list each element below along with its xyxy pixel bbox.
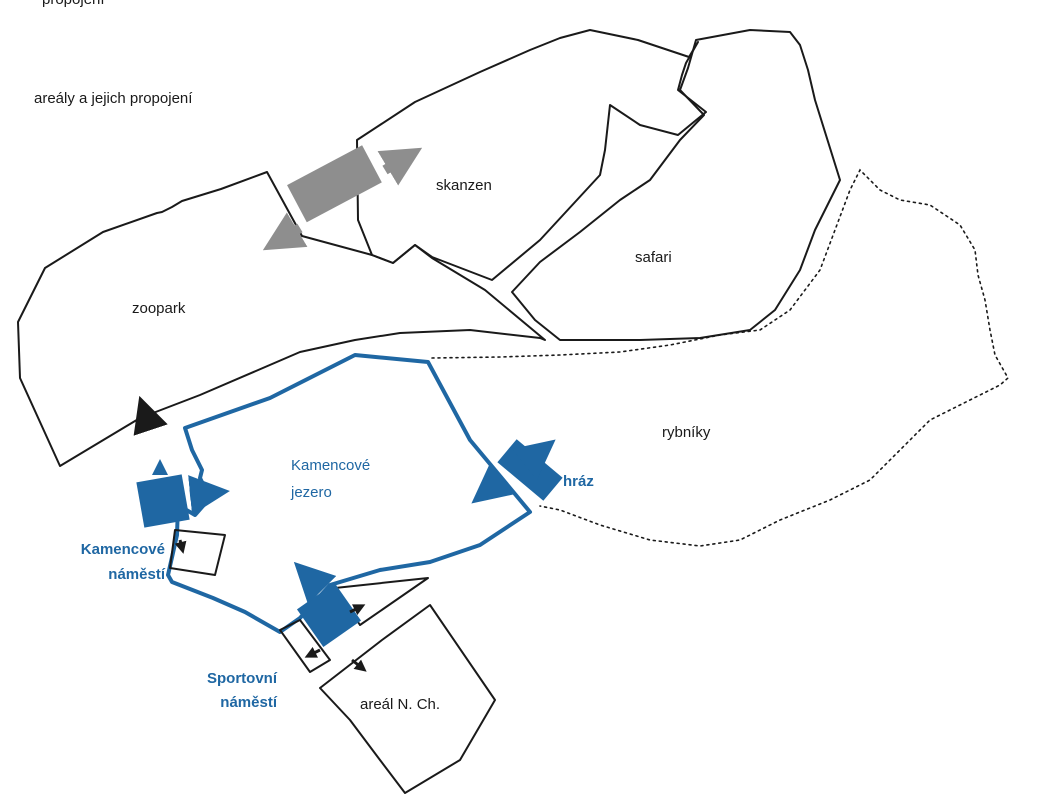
safari-label: safari (635, 249, 672, 266)
zoopark-outline (17, 171, 546, 467)
lake-label-line2: jezero (290, 484, 332, 501)
kamencove-enclosure (169, 529, 226, 576)
kamencove-namesti-line2: náměstí (108, 566, 166, 583)
zoopark-exit-arrow (133, 395, 168, 436)
hraz-gate (471, 439, 563, 504)
rybniky-outline (431, 168, 1010, 547)
skanzen-label: skanzen (436, 177, 492, 194)
sport-parcel (279, 619, 331, 673)
sportovni-gate (293, 561, 367, 672)
lake-label-line1: Kamencové (291, 457, 370, 474)
gate-zoo-skanzen (262, 145, 423, 251)
top-cut-text: propojení (42, 0, 105, 8)
hraz-label: hráz (563, 473, 594, 490)
kamencove-gate (136, 459, 230, 554)
lake-outline (166, 353, 532, 634)
rybniky-label: rybníky (662, 424, 711, 441)
zoopark-label: zoopark (132, 300, 186, 317)
skanzen-outline (356, 29, 707, 281)
areal-nch-label: areál N. Ch. (360, 696, 440, 713)
safari-outline (511, 29, 841, 341)
map-title: areály a jejich propojení (34, 90, 193, 107)
areal-nch-outline (319, 604, 496, 794)
sportovni-namesti-line2: náměstí (220, 694, 278, 711)
kamencove-namesti-line1: Kamencové (81, 541, 165, 558)
sportovni-namesti-line1: Sportovní (207, 670, 278, 687)
